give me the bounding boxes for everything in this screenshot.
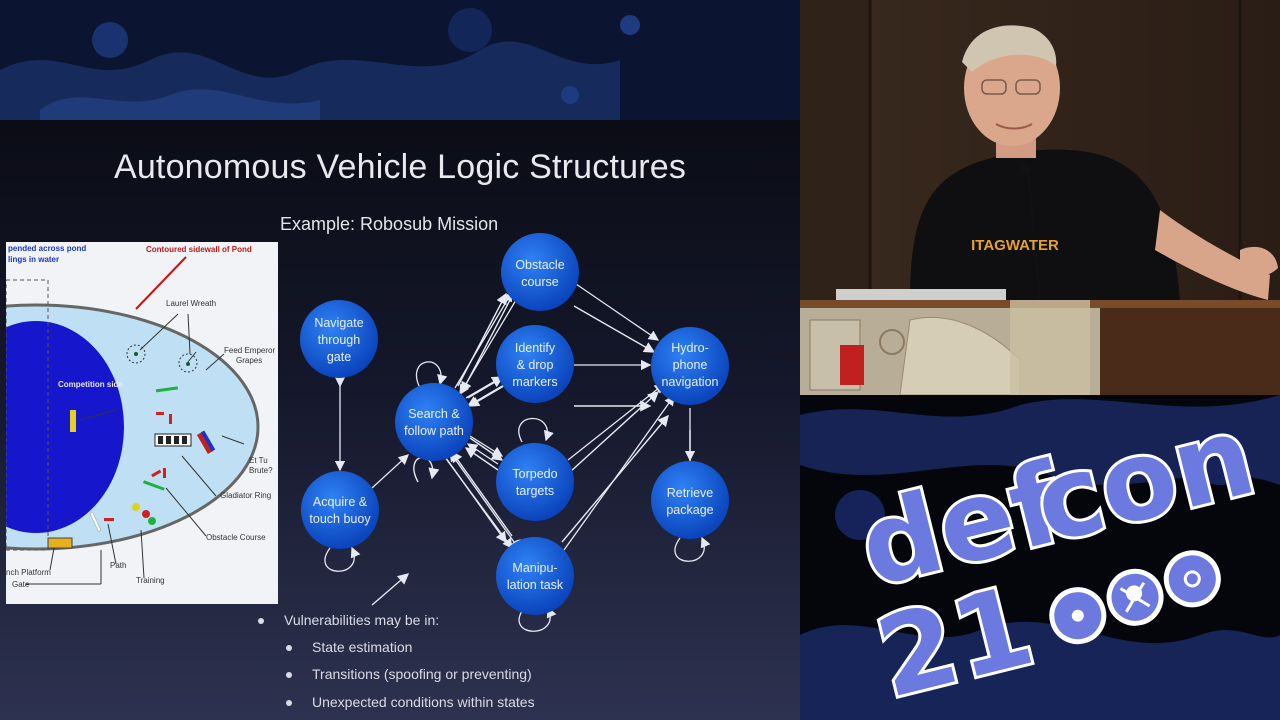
node-navigate-line1: Navigate — [314, 316, 363, 330]
diagram-label-brute: Brute? — [249, 466, 273, 475]
diagram-label-training: Training — [136, 576, 165, 585]
node-obstacle-line2: course — [521, 275, 559, 289]
pond-diagram-drawing — [6, 256, 260, 585]
logo-circle-disc — [1163, 550, 1221, 608]
shirt-logo-text: ITAGWATER — [971, 237, 1059, 254]
bullet-dot — [258, 618, 264, 625]
bullet-dot — [286, 645, 292, 652]
node-torpedo-line1: Torpedo — [512, 467, 557, 481]
node-search: Search & follow path — [395, 383, 473, 461]
node-manipulation-line1: Manipu- — [512, 561, 557, 575]
diagram-label-launch: nch Platform — [6, 568, 51, 577]
slide-subtitle: Example: Robosub Mission — [280, 214, 499, 234]
diagram-label-feed: Feed Emperor — [224, 346, 276, 355]
node-identify-line2: & drop — [517, 358, 554, 372]
presentation-slide: Autonomous Vehicle Logic Structures Exam… — [0, 120, 800, 720]
defcon-logo: def con 21 — [800, 395, 1280, 720]
node-acquire-line2: touch buoy — [309, 512, 371, 526]
bullet-main-text: Vulnerabilities may be in: — [284, 612, 440, 628]
diagram-label-sidewall: Contoured sidewall of Pond — [146, 245, 252, 254]
node-obstacle: Obstacle course — [501, 233, 579, 311]
node-hydrophone-line2: phone — [673, 358, 708, 372]
defcon-logo-panel: def con 21 — [800, 395, 1280, 720]
node-hydrophone-line1: Hydro- — [671, 341, 709, 355]
node-hydrophone: Hydro- phone navigation — [651, 327, 729, 405]
node-identify-line3: markers — [512, 375, 557, 389]
bullet-dot — [286, 672, 292, 679]
node-navigate-line2: through — [318, 333, 360, 347]
node-manipulation-line2: lation task — [507, 578, 564, 592]
backdrop-splatter — [0, 0, 800, 120]
node-retrieve-line2: package — [666, 503, 713, 517]
flow-arrows — [324, 283, 711, 632]
bullet-sub-2-text: Transitions (spoofing or preventing) — [312, 666, 532, 682]
diagram-label-suspended: pended across pond — [8, 244, 87, 253]
speaker-video: ITAGWATER — [800, 0, 1280, 395]
diagram-label-lings: lings in water — [8, 255, 60, 264]
node-manipulation: Manipu- lation task — [496, 537, 574, 615]
backdrop-banner — [0, 0, 800, 120]
node-navigate-line3: gate — [327, 350, 351, 364]
bullet-sub-3-text: Unexpected conditions within states — [312, 694, 535, 710]
node-acquire-line1: Acquire & — [313, 495, 368, 509]
diagram-label-et-tu: Et Tu — [249, 456, 268, 465]
bullet-dot — [286, 700, 292, 707]
bullet-sub-3: Unexpected conditions within states — [286, 694, 535, 710]
node-search-line1: Search & — [408, 407, 460, 421]
bullet-sub-1-text: State estimation — [312, 639, 413, 655]
node-obstacle-line1: Obstacle — [515, 258, 564, 272]
bullet-sub-1: State estimation — [286, 639, 412, 655]
diagram-label-path: Path — [110, 561, 127, 570]
node-search-line2: follow path — [404, 424, 464, 438]
bullet-sub-2: Transitions (spoofing or preventing) — [286, 666, 532, 682]
diagram-label-laurel: Laurel Wreath — [166, 299, 217, 308]
diagram-label-obstacle: Obstacle Course — [206, 533, 266, 542]
node-retrieve-line1: Retrieve — [667, 486, 714, 500]
node-acquire: Acquire & touch buoy — [301, 471, 379, 549]
node-identify: Identify & drop markers — [496, 325, 574, 403]
diagram-label-grapes: Grapes — [236, 356, 263, 365]
node-navigate: Navigate through gate — [300, 300, 378, 378]
speaker-scene: ITAGWATER — [800, 0, 1280, 395]
node-identify-line1: Identify — [515, 341, 556, 355]
node-retrieve: Retrieve package — [651, 461, 729, 539]
node-torpedo-line2: targets — [516, 484, 554, 498]
slide-title: Autonomous Vehicle Logic Structures — [113, 148, 687, 186]
node-hydrophone-line3: navigation — [662, 375, 719, 389]
bullet-main: Vulnerabilities may be in: — [258, 612, 439, 628]
diagram-label-competition: Competition side — [58, 380, 123, 389]
state-nodes-layer: Navigate through gate Acquire & touch bu… — [300, 233, 729, 632]
node-torpedo: Torpedo targets — [496, 443, 574, 521]
diagram-label-gate: Gate — [12, 580, 30, 589]
pond-diagram: pended across pond lings in water Contou… — [6, 242, 278, 604]
diagram-label-gladiator: Gladiator Ring — [220, 491, 272, 500]
